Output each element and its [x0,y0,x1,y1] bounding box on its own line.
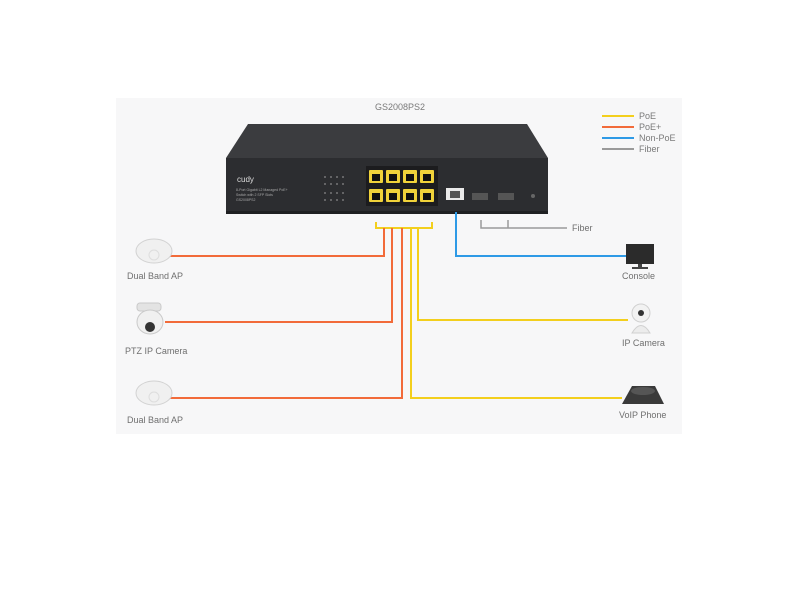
poe-legend-line [602,114,634,117]
legend-label: Non-PoE [639,132,676,143]
device-label: Dual Band AP [127,271,184,281]
access-point-icon [135,238,173,264]
network-switch: cudy 8-Port Gigabit L2 Managed PoE+ Swit… [226,124,548,214]
fiber-label: Fiber [572,223,593,233]
fiber-wire [480,220,567,229]
brand-logo: cudy [237,175,254,184]
legend-label: PoE [639,110,657,121]
reset-button [531,194,535,198]
poe-plus-legend-line [602,125,634,128]
switch-desc-line: GS2008PS2 [236,198,256,202]
device-label: VoIP Phone [619,410,667,420]
legend-label: PoE+ [639,121,662,132]
device-label: PTZ IP Camera [125,346,188,356]
status-leds [324,176,344,201]
switch-desc-line: 8-Port Gigabit L2 Managed PoE+ [236,188,288,192]
poe-wires [375,222,628,399]
legend-label: Fiber [639,143,660,154]
access-point-icon [135,380,173,406]
port-openings [372,174,431,200]
switch-model-title: GS2008PS2 [374,102,426,112]
device-label: Console [622,271,656,281]
monitor-icon [626,244,654,269]
device-label: Dual Band AP [127,415,184,425]
dome-camera-icon [136,302,164,335]
sfp-slot [498,193,514,200]
poe-plus-wires [165,228,403,399]
voip-phone-icon [622,386,664,404]
legend-item-non-poe: Non-PoE [602,132,676,143]
ip-camera-icon [631,303,651,334]
device-label: IP Camera [622,338,665,348]
switch-desc-line: Switch with 2 SFP Slots [236,193,273,197]
legend-item-poe-plus: PoE+ [602,121,676,132]
legend-item-fiber: Fiber [602,143,676,154]
non-poe-legend-line [602,136,634,139]
fiber-legend-line [602,147,634,150]
sfp-slot [472,193,488,200]
non-poe-wire [455,212,626,257]
legend: PoE PoE+ Non-PoE Fiber [602,110,676,154]
legend-item-poe: PoE [602,110,676,121]
